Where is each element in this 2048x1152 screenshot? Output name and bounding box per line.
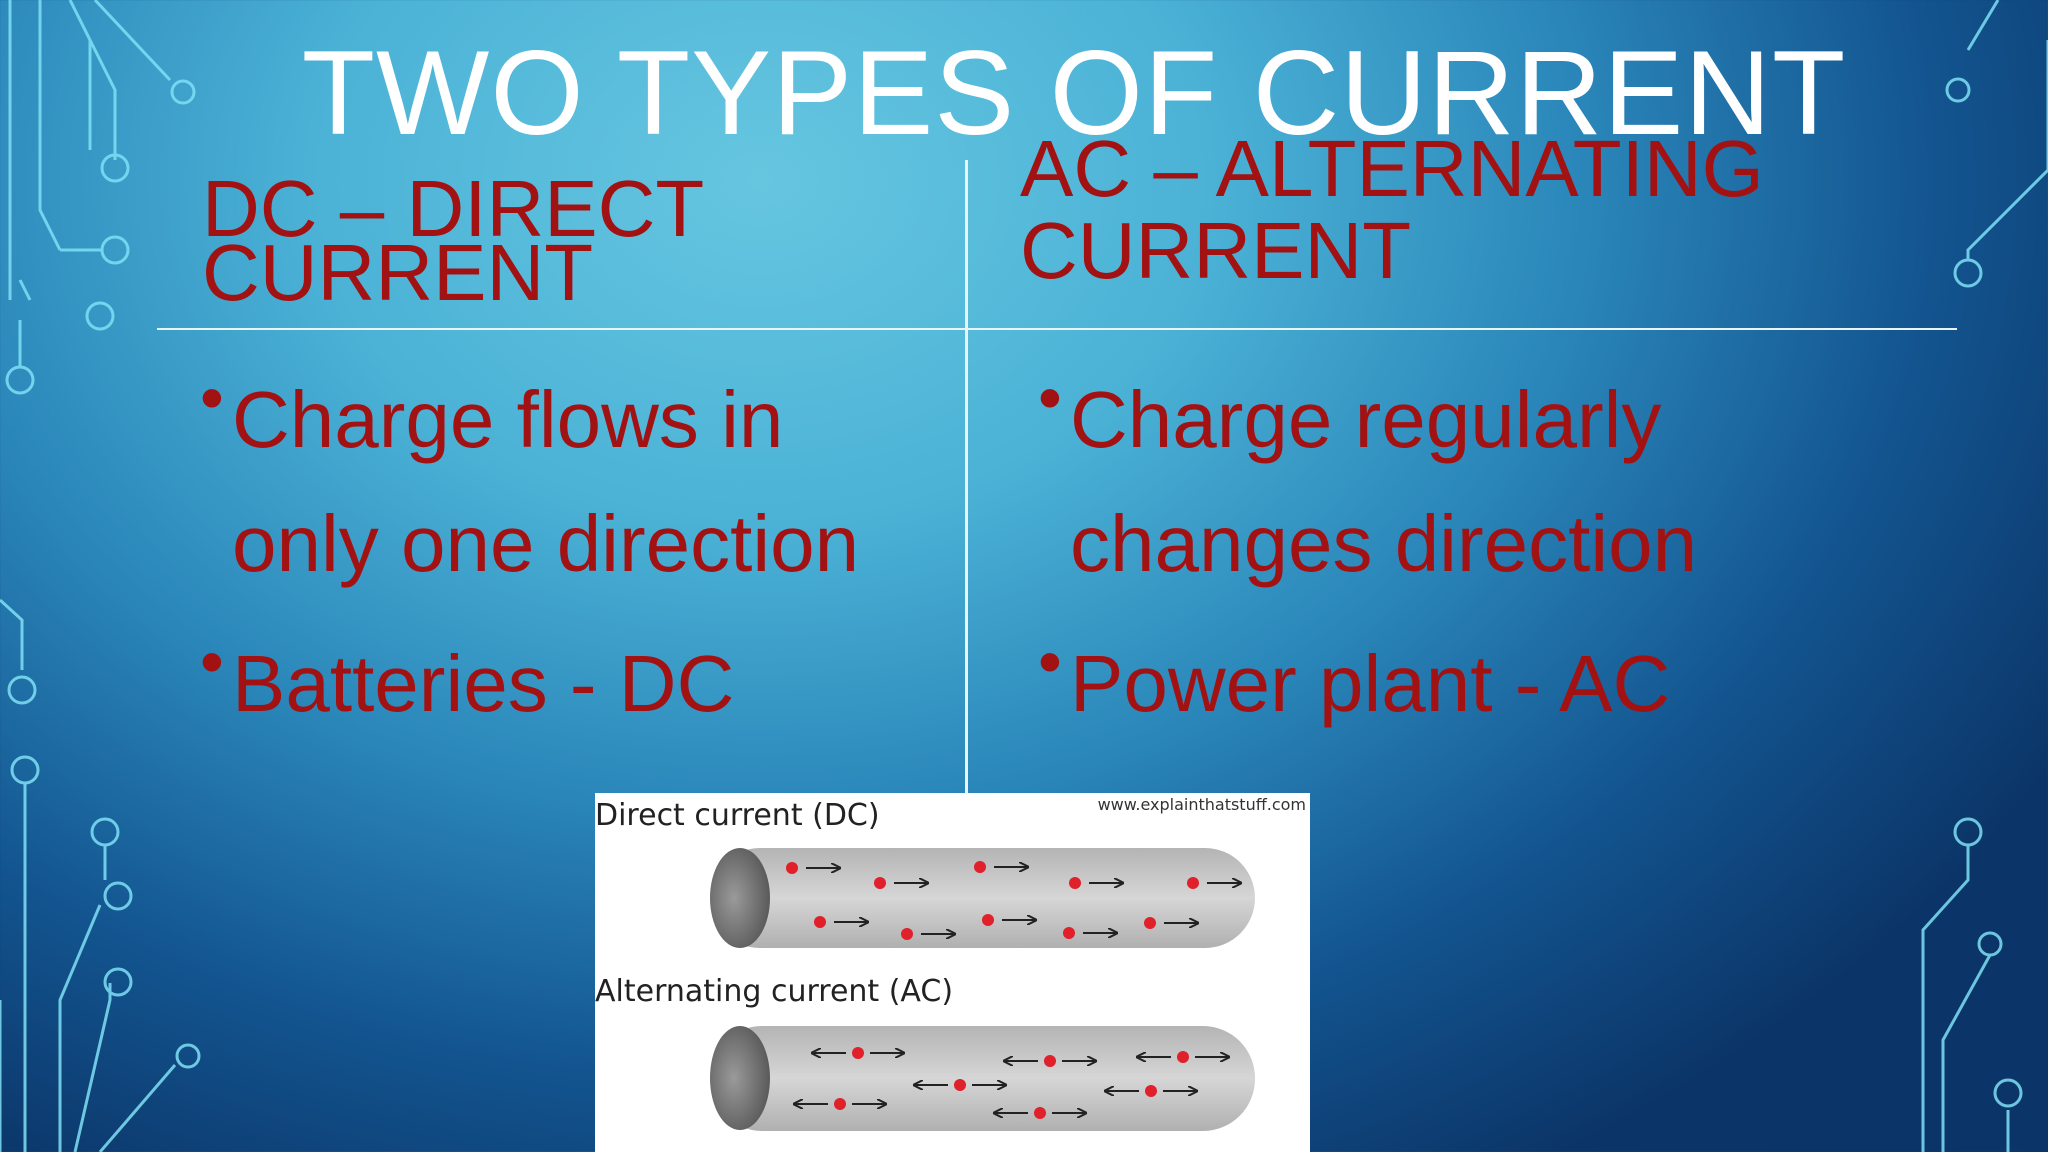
ac-heading-line1: AC – ALTERNATING <box>1020 124 1764 213</box>
ac-heading-line2: CURRENT <box>1020 206 1412 295</box>
ac-bullet-2: • Power plant - AC <box>1038 622 1940 746</box>
charge-dot <box>874 877 886 889</box>
circuit-decoration-left <box>0 0 201 1152</box>
charge-dot <box>1144 917 1156 929</box>
ac-bullet-1: • Charge regularly changes direction <box>1038 358 1940 606</box>
circuit-decoration-right <box>1921 0 2048 1152</box>
dc-diagram-label: Direct current (DC) <box>595 798 880 833</box>
charge-dot <box>786 862 798 874</box>
charge-dot <box>982 914 994 926</box>
dc-bullet-2: • Batteries - DC <box>200 622 962 746</box>
dc-bullet-1-line1: Charge flows in <box>232 375 784 464</box>
charge-dot <box>954 1079 966 1091</box>
ac-wire <box>710 1026 1255 1131</box>
charge-dot <box>1063 927 1075 939</box>
dc-bullet-1: • Charge flows in only one direction <box>200 358 962 606</box>
bullet-icon: • <box>1038 360 1062 436</box>
bullet-icon: • <box>200 360 224 436</box>
dc-heading-line1: DC – DIRECT <box>202 164 705 253</box>
charge-dot <box>1044 1055 1056 1067</box>
dc-heading-line2: CURRENT <box>202 228 594 317</box>
charge-dot <box>974 861 986 873</box>
bullet-icon: • <box>200 624 224 700</box>
dc-column-heading: DC – DIRECT CURRENT <box>202 164 962 317</box>
charge-dot <box>834 1098 846 1110</box>
ac-bullet-1-line2: changes direction <box>1070 499 1698 588</box>
dc-bullet-list: • Charge flows in only one direction • B… <box>200 358 962 746</box>
dc-bullet-2-line1: Batteries - DC <box>232 639 735 728</box>
wire-diagram <box>710 848 1255 1131</box>
current-diagram-image: Direct current (DC) www.explainthatstuff… <box>595 793 1310 1152</box>
charge-dot <box>1145 1085 1157 1097</box>
dc-charges <box>786 861 1241 940</box>
ac-bullet-2-line1: Power plant - AC <box>1070 639 1671 728</box>
bullet-icon: • <box>1038 624 1062 700</box>
charge-dot <box>1187 877 1199 889</box>
slide-title: TWO TYPES OF CURRENT <box>301 26 1847 160</box>
charge-dot <box>1034 1107 1046 1119</box>
charge-dot <box>814 916 826 928</box>
ac-bullet-list: • Charge regularly changes direction • P… <box>1038 358 1940 746</box>
table-vertical-divider <box>965 160 968 794</box>
dc-bullet-1-line2: only one direction <box>232 499 860 588</box>
charge-dot <box>1177 1051 1189 1063</box>
charge-dot <box>1069 877 1081 889</box>
charge-dot <box>852 1047 864 1059</box>
ac-charges <box>794 1047 1229 1119</box>
table-horizontal-divider <box>157 328 1957 330</box>
ac-bullet-1-line1: Charge regularly <box>1070 375 1662 464</box>
ac-column-heading: AC – ALTERNATING CURRENT <box>1020 128 1920 292</box>
charge-dot <box>901 928 913 940</box>
diagram-credit: www.explainthatstuff.com <box>1097 795 1306 814</box>
ac-diagram-label: Alternating current (AC) <box>595 974 954 1009</box>
